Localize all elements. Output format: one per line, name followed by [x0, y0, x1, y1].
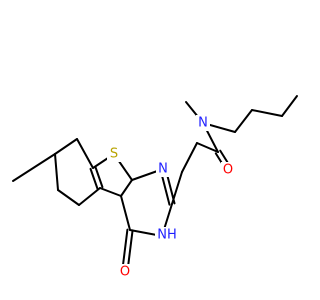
bond-c4b-c8a-b	[89, 167, 99, 190]
molecule-structure: S N NH N O O	[12, 95, 298, 280]
atom-label-o-carbonyl: O	[120, 265, 130, 280]
bond-c9a-c4a	[120, 179, 133, 197]
atom-label-n-ring: N	[158, 162, 168, 177]
bond-c4b-c8a-a	[94, 166, 104, 189]
bond-b2-b3	[251, 109, 283, 117]
atom-n-ring: N	[156, 161, 170, 177]
atom-label-nh: NH	[157, 228, 177, 243]
bond-me-c7	[12, 153, 56, 182]
bond-layer	[12, 95, 298, 272]
bond-c8-c8a	[76, 138, 94, 169]
bond-b1-b2	[234, 109, 253, 133]
bond-c4-o1-b	[126, 229, 134, 272]
bond-c2-ca	[171, 171, 183, 205]
bond-c7-c8	[54, 138, 78, 155]
atom-nh: NH	[155, 227, 179, 243]
bond-b3-b4	[281, 95, 298, 117]
bond-c4a-c4b	[99, 187, 122, 197]
atom-o-amide: O	[221, 162, 235, 178]
bond-cb-cc	[196, 142, 219, 153]
atom-n-amide: N	[196, 115, 210, 131]
atom-o-carbonyl: O	[118, 264, 132, 280]
bond-c4-o1-a	[121, 228, 129, 271]
atom-label-n-amide: N	[198, 116, 208, 131]
bond-c4a-c4	[120, 195, 131, 231]
bond-c4b-c5	[78, 187, 101, 206]
bond-ca-cb	[181, 142, 198, 173]
bond-c6-c7	[54, 153, 59, 191]
bond-c5-c6	[57, 189, 80, 206]
atom-s: S	[107, 146, 121, 162]
atom-label-o-amide: O	[223, 163, 233, 178]
atom-label-layer: S N NH N O O	[107, 115, 235, 280]
atom-label-s: S	[110, 147, 118, 162]
